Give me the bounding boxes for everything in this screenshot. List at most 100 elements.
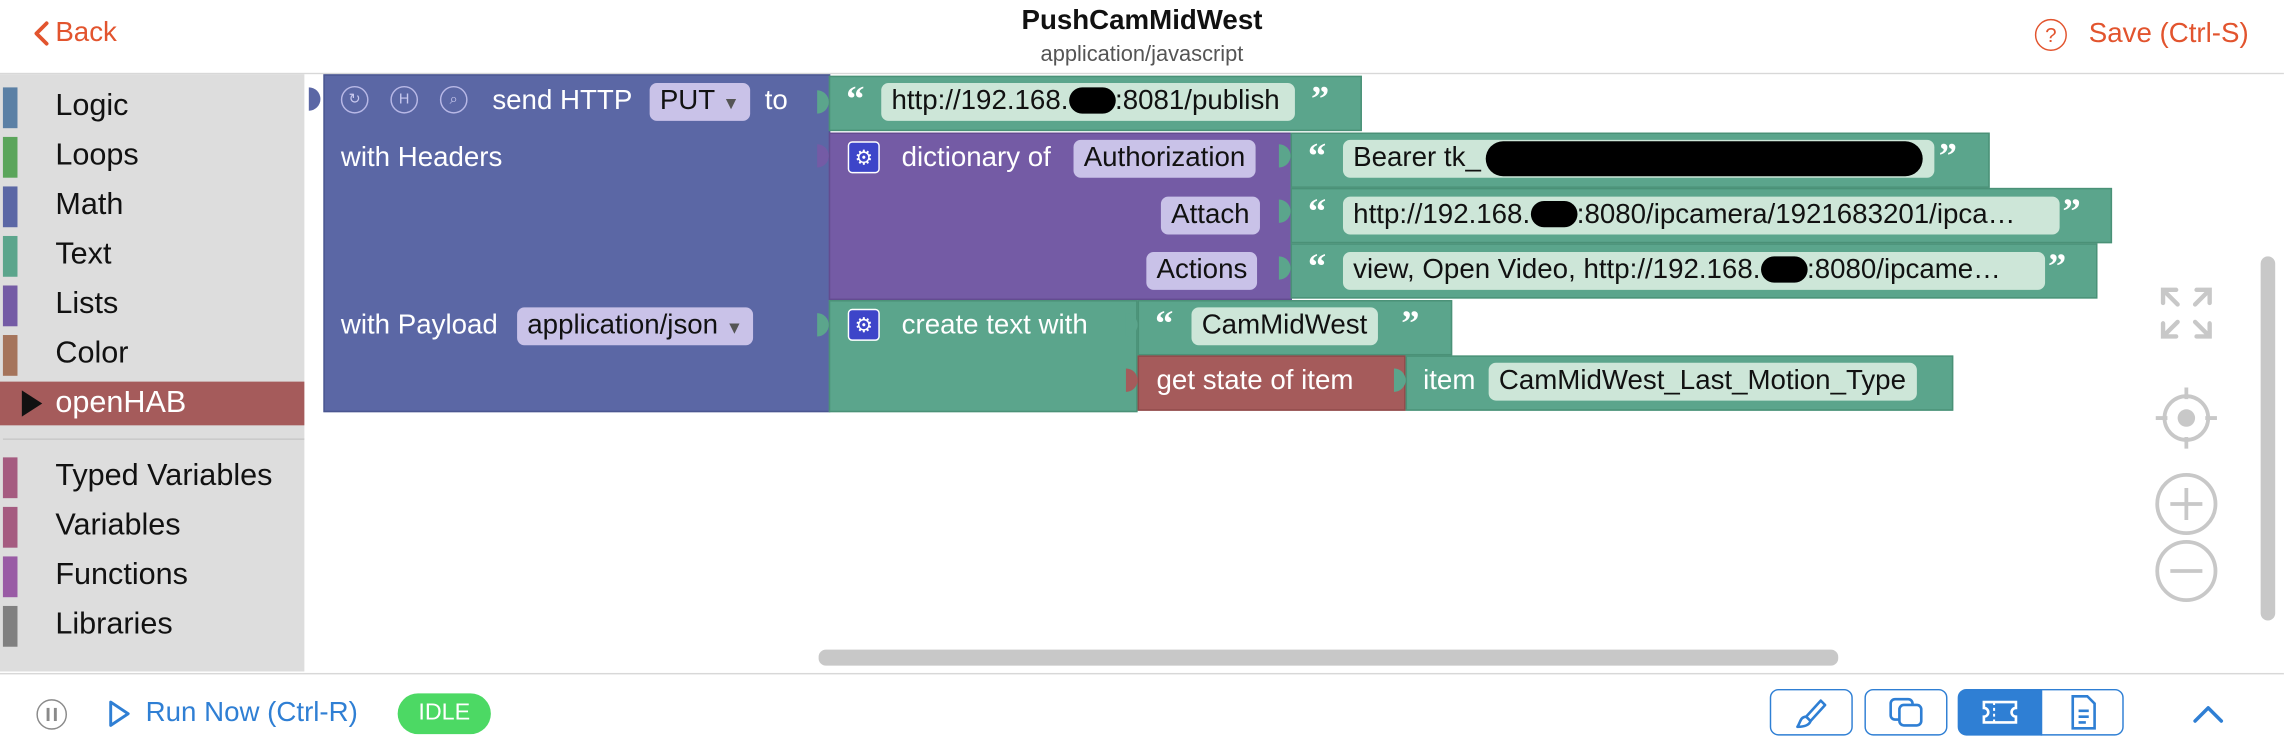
pause-icon[interactable] <box>36 699 68 730</box>
horizontal-scrollbar[interactable] <box>818 649 1839 666</box>
redacted-mark <box>1068 87 1116 114</box>
recenter-icon[interactable] <box>2153 385 2220 452</box>
redacted-mark <box>1760 256 1808 283</box>
back-button[interactable]: Back <box>32 17 117 49</box>
open-quote-icon: “ <box>1155 304 1174 344</box>
close-quote-icon: ” <box>2047 247 2067 287</box>
category-label: Color <box>55 336 129 370</box>
url-head: http://192.168. <box>891 85 1069 117</box>
save-button[interactable]: Save (Ctrl-S) <box>2088 18 2249 50</box>
toolbox-category-libraries[interactable]: Libraries <box>0 603 304 647</box>
toolbox-category-text[interactable]: Text <box>0 233 304 277</box>
category-color-bar <box>2 136 18 178</box>
category-label: Logic <box>55 88 129 123</box>
toolbox-category-logic[interactable]: Logic <box>0 84 304 129</box>
play-icon <box>109 700 130 727</box>
history-icon[interactable]: ↻ <box>340 85 369 114</box>
dict-key-attach[interactable]: Attach <box>1160 196 1260 235</box>
cammidwest-value-field[interactable]: CamMidWest <box>1191 307 1378 346</box>
category-label: Text <box>55 237 112 271</box>
url-value-field[interactable]: http://192.168. :8081/publish <box>881 83 1295 121</box>
block-input-tab <box>1278 199 1291 223</box>
content-type-value: application/json <box>527 310 719 341</box>
gear-icon[interactable]: ⚙ <box>847 308 880 341</box>
content-type-dropdown[interactable]: application/json ▼ <box>517 307 754 346</box>
header-bar: Back PushCamMidWest application/javascri… <box>0 0 2284 75</box>
toolbox-category-variables[interactable]: Variables <box>0 504 304 548</box>
send-http-label: send HTTP <box>492 85 633 117</box>
dictionary-of-label: dictionary of <box>901 142 1051 174</box>
run-now-button[interactable]: Run Now (Ctrl-R) <box>108 698 358 730</box>
open-quote-icon: “ <box>1308 192 1327 232</box>
gear-icon[interactable]: ⚙ <box>847 141 880 174</box>
with-headers-label: with Headers <box>340 142 503 174</box>
category-label: Lists <box>55 286 119 321</box>
help-icon[interactable]: ? <box>2034 18 2067 51</box>
block-input-tab <box>1278 144 1291 168</box>
http-request-block[interactable] <box>323 74 831 413</box>
block-input-tab <box>1125 368 1138 392</box>
category-color-bar <box>2 235 18 277</box>
document-view-button[interactable] <box>2040 688 2124 736</box>
category-label: Math <box>55 187 124 222</box>
back-label: Back <box>55 17 117 49</box>
chevron-left-icon <box>34 21 49 46</box>
block-input-tab <box>308 87 321 111</box>
block-workspace[interactable]: ↻ H ⌕ send HTTP PUT ▼ to with Headers wi… <box>304 74 2284 672</box>
with-payload-label: with Payload <box>340 310 498 341</box>
dropdown-arrow-icon: ▼ <box>722 93 740 114</box>
open-quote-icon: “ <box>1308 136 1327 177</box>
http-method-value: PUT <box>659 85 715 117</box>
blocks-view-button[interactable] <box>1864 688 1948 736</box>
to-label: to <box>764 85 788 117</box>
get-state-block[interactable] <box>1137 355 1406 411</box>
attach-value-field[interactable]: http://192.168.:8080/ipcamera/1921683201… <box>1342 196 2060 235</box>
actions-value-field[interactable]: view, Open Video, http://192.168.:8080/i… <box>1342 251 2046 290</box>
block-input-tab <box>1393 368 1406 392</box>
url-tail: :8081/publish <box>1115 85 1280 117</box>
footer-bar: Run Now (Ctrl-R) IDLE <box>0 672 2284 746</box>
create-text-block[interactable] <box>828 300 1138 413</box>
category-color-bar <box>2 186 18 228</box>
http-method-dropdown[interactable]: PUT ▼ <box>649 83 750 121</box>
toolbox-category-lists[interactable]: Lists <box>0 283 304 327</box>
h-icon[interactable]: H <box>390 85 419 114</box>
dict-key-authorization[interactable]: Authorization <box>1073 139 1256 178</box>
document-icon <box>2070 694 2096 730</box>
item-name-field[interactable]: CamMidWest_Last_Motion_Type <box>1488 362 1917 401</box>
zoom-out-icon[interactable] <box>2153 537 2220 604</box>
open-quote-icon: “ <box>846 80 865 120</box>
chevron-up-icon[interactable] <box>2192 704 2224 724</box>
redacted-mark <box>1530 201 1577 228</box>
page-subtitle: application/javascript <box>1040 42 1244 68</box>
toolbox-category-color[interactable]: Color <box>0 332 304 376</box>
close-quote-icon: ” <box>1401 304 1420 344</box>
category-color-bar <box>2 457 18 499</box>
dropdown-arrow-icon: ▼ <box>725 317 744 338</box>
expand-arrow-icon <box>21 390 43 417</box>
toolbox-category-functions[interactable]: Functions <box>0 554 304 598</box>
auth-value-head: Bearer tk_ <box>1353 142 1481 174</box>
attach-value-head: http://192.168. <box>1353 199 1531 231</box>
toolbox-category-loops[interactable]: Loops <box>0 134 304 178</box>
close-quote-icon: ” <box>2062 192 2081 232</box>
fullscreen-icon[interactable] <box>2159 285 2214 340</box>
zoom-in-icon[interactable] <box>2153 470 2220 537</box>
dict-key-actions[interactable]: Actions <box>1146 251 1258 290</box>
vertical-scrollbar[interactable] <box>2260 256 2276 621</box>
toolbox-category-openhab[interactable]: openHAB <box>0 381 305 426</box>
search-icon[interactable]: ⌕ <box>439 85 468 114</box>
toolbox-divider <box>2 438 305 440</box>
toolbox-category-math[interactable]: Math <box>0 184 304 228</box>
item-label: item <box>1423 365 1476 397</box>
category-color-bar <box>2 87 18 129</box>
ticket-view-button[interactable] <box>1957 688 2043 736</box>
title-box: PushCamMidWest application/javascript <box>851 6 1434 67</box>
actions-value-head: view, Open Video, http://192.168. <box>1353 254 1761 286</box>
category-color-bar <box>2 285 18 327</box>
toolbox-category-typed-variables[interactable]: Typed Variables <box>0 454 304 499</box>
close-quote-icon: ” <box>1310 80 1330 120</box>
code-format-button[interactable] <box>1769 688 1853 736</box>
category-color-bar <box>2 556 18 598</box>
status-badge: IDLE <box>397 693 491 735</box>
